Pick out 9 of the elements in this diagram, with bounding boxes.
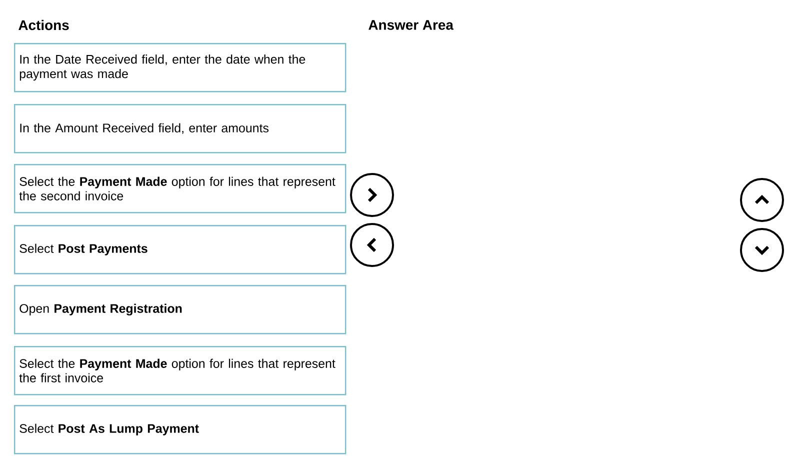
- action-box: Select Post Payments: [14, 225, 346, 274]
- action-box: In the Date Received field, enter the date when the payment was made: [14, 43, 346, 92]
- action-box: Select the Payment Made option for lines that represent the first invoice: [14, 346, 346, 396]
- action-box: Select Post As Lump Payment: [14, 404, 346, 454]
- action-box: Open Payment Registration: [14, 284, 346, 334]
- section-heading: Answer Area: [368, 20, 454, 30]
- action-box: In the Amount Received field, enter amounts: [14, 104, 346, 154]
- action-box: Select the Payment Made option for lines that represent the second invoice: [14, 164, 346, 214]
- section-heading: Actions: [18, 20, 69, 30]
